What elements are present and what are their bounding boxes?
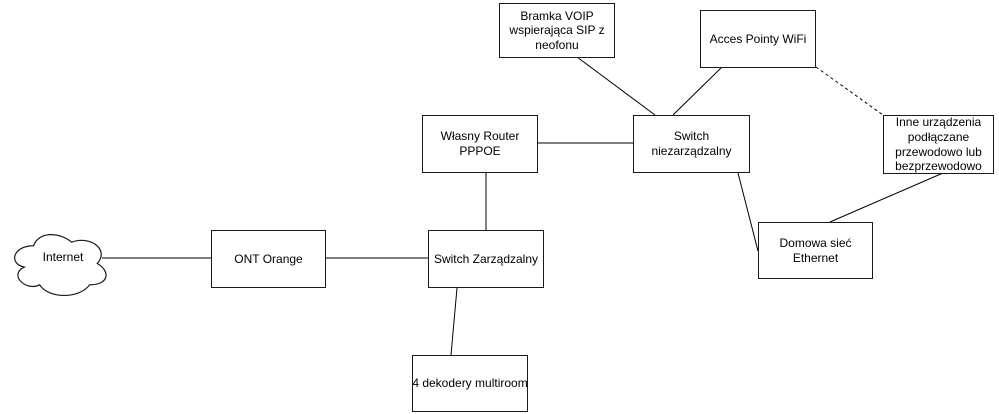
node-label: Inne urządzenia podłączane przewodowo lu… [895, 115, 982, 174]
internet-cloud-shape[interactable] [14, 234, 107, 296]
node-switch-unmanaged[interactable]: Switch niezarządzalny [633, 115, 750, 173]
edge-access-points-to-other-devices-dashed[interactable] [815, 66, 884, 116]
node-label: Własny Router PPPOE [440, 129, 520, 158]
node-router-pppoe[interactable]: Własny Router PPPOE [422, 115, 538, 173]
node-label: Switch niezarządzalny [651, 129, 732, 158]
node-switch-managed[interactable]: Switch Zarządzalny [428, 230, 544, 288]
node-ont-orange[interactable]: ONT Orange [211, 230, 326, 288]
node-label: Domowa sieć Ethernet [779, 235, 852, 265]
edge-access-points-to-switch-unmanaged[interactable] [672, 66, 723, 116]
node-label: Acces Pointy WiFi [709, 31, 807, 46]
edge-switch-managed-to-decoders[interactable] [450, 287, 458, 356]
node-voip-gateway[interactable]: Bramka VOIP wspierająca SIP z neofonu [499, 3, 615, 58]
edge-switch-unmanaged-to-home-ethernet[interactable] [737, 172, 759, 252]
node-access-points-wifi[interactable]: Acces Pointy WiFi [700, 10, 816, 68]
node-label: ONT Orange [234, 251, 303, 266]
node-label: 4 dekodery multiroom [412, 376, 528, 391]
edge-voip-to-switch-unmanaged[interactable] [576, 56, 656, 116]
node-decoders-multiroom[interactable]: 4 dekodery multiroom [412, 355, 528, 412]
node-other-devices[interactable]: Inne urządzenia podłączane przewodowo lu… [883, 115, 994, 174]
node-label: Switch Zarządzalny [433, 251, 539, 266]
node-home-ethernet[interactable]: Domowa sieć Ethernet [758, 222, 873, 279]
node-internet-label: Internet [42, 250, 84, 264]
edge-other-devices-to-home-ethernet[interactable] [829, 172, 944, 223]
node-label: Bramka VOIP wspierająca SIP z neofonu [509, 8, 605, 52]
